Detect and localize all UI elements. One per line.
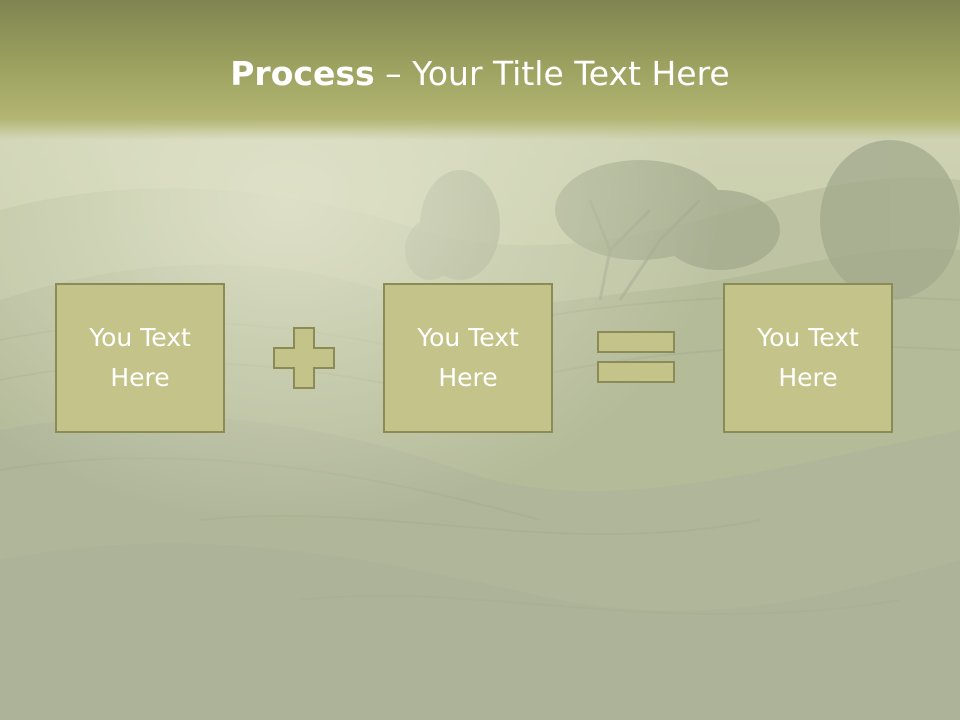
plus-icon bbox=[273, 327, 335, 389]
process-box-3[interactable]: You Text Here bbox=[723, 283, 893, 433]
process-box-1[interactable]: You Text Here bbox=[55, 283, 225, 433]
process-box-1-text: You Text Here bbox=[89, 323, 191, 392]
title-bar bbox=[0, 0, 960, 140]
process-box-3-text: You Text Here bbox=[757, 323, 859, 392]
title-rest-part: – Your Title Text Here bbox=[374, 54, 730, 93]
process-box-2[interactable]: You Text Here bbox=[383, 283, 553, 433]
process-box-2-text: You Text Here bbox=[417, 323, 519, 392]
equals-icon bbox=[597, 331, 675, 383]
slide-title: Process – Your Title Text Here bbox=[0, 52, 960, 96]
title-bold-part: Process bbox=[230, 54, 375, 93]
